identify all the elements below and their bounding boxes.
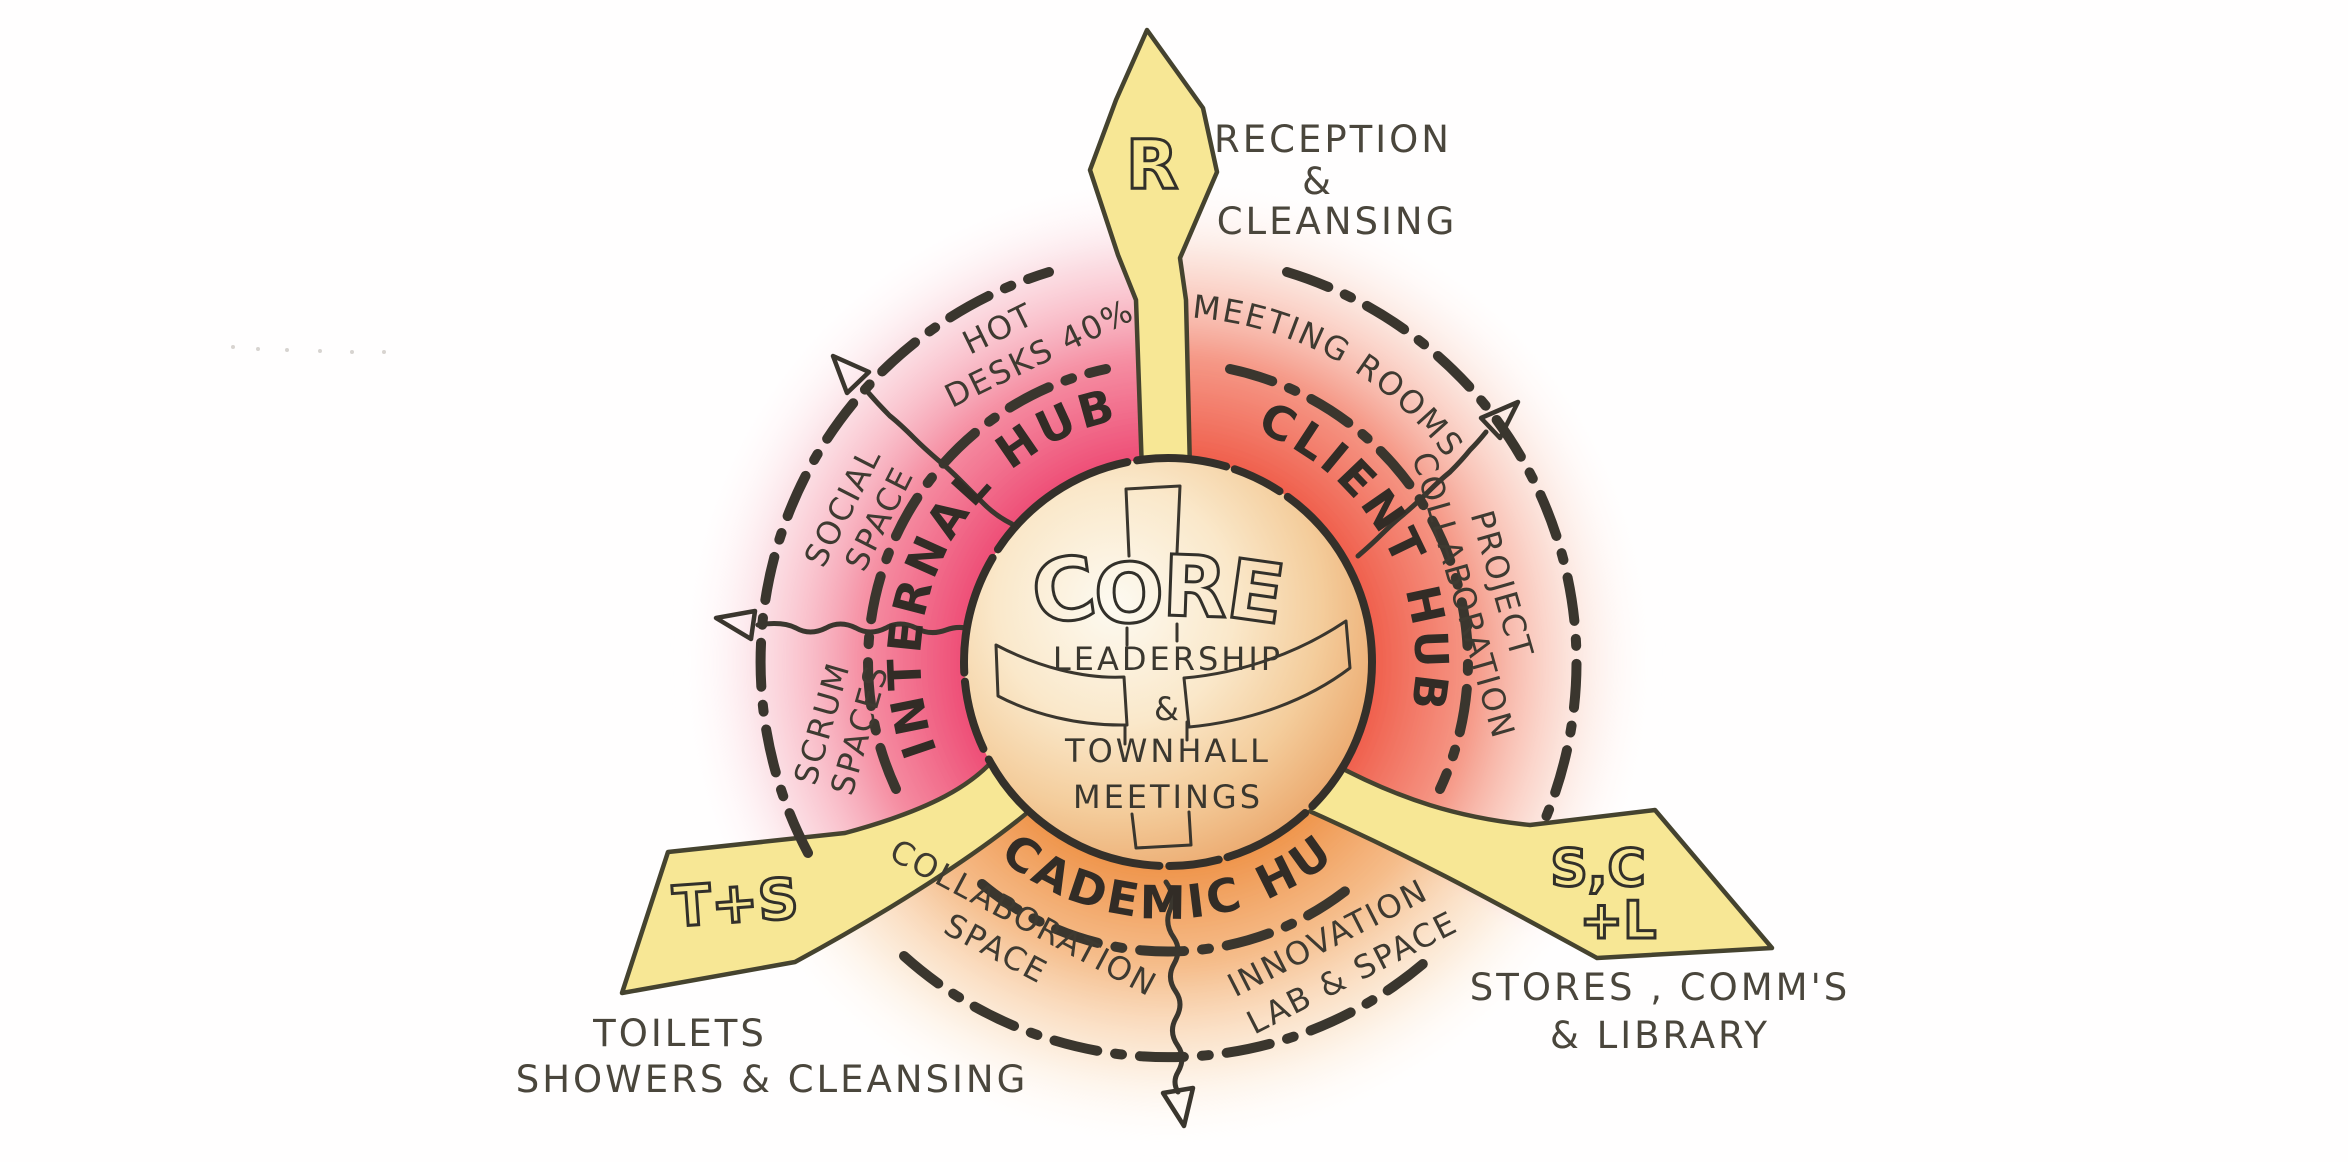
client-hub-sector xyxy=(1168,117,1713,990)
zone-arrows xyxy=(713,353,1521,1129)
academic-mid-arc xyxy=(977,879,1359,957)
stray-dot xyxy=(231,345,235,349)
cross-dashes-upper xyxy=(1125,622,1179,647)
cross-right-wing xyxy=(1182,619,1352,729)
core-line-amp: & xyxy=(1154,690,1182,728)
core-letter-o: O xyxy=(1093,546,1166,643)
stray-dot xyxy=(350,350,354,354)
satellite-tags: R T+S S,C +L xyxy=(669,125,1657,953)
client-outer-arc xyxy=(1282,267,1582,827)
stray-dot xyxy=(318,349,322,353)
core-line-meetings: MEETINGS xyxy=(1073,778,1263,816)
left-arrow-head xyxy=(713,608,758,642)
core-line-leadership: LEADERSHIP xyxy=(1053,640,1283,678)
stores-tag-line1: S,C xyxy=(1550,839,1645,899)
cross-left-wing xyxy=(994,643,1129,727)
right-arrow-shaft xyxy=(1355,429,1489,559)
cross-dashes-lower xyxy=(1123,720,1189,746)
bottom-arrow-shaft xyxy=(1163,879,1185,1095)
stores-line2: & LIBRARY xyxy=(1550,1014,1770,1057)
academic-outer-arc xyxy=(899,951,1437,1063)
left-arrow-shaft xyxy=(755,621,981,636)
satellite-spikes xyxy=(619,27,1775,996)
right-arrow-head xyxy=(1478,399,1521,441)
upper-left-arrow-head xyxy=(830,353,872,396)
core-cross-ornament xyxy=(994,484,1352,850)
toilets-line2: SHOWERS & CLEANSING xyxy=(516,1058,1029,1101)
client-mid-arc xyxy=(1225,364,1473,794)
cross-bottom-bracket xyxy=(1130,810,1193,850)
stray-dot xyxy=(382,350,386,354)
bottom-arrow-head xyxy=(1160,1085,1196,1129)
reception-line3: CLEANSING xyxy=(1217,200,1458,243)
stores-spike xyxy=(1295,759,1775,961)
core-title: C O R E xyxy=(1024,535,1291,646)
hub-sectors xyxy=(623,117,1713,1162)
internal-outer-arc xyxy=(755,267,1054,858)
reception-line1: RECEPTION xyxy=(1214,118,1452,161)
toilets-line1: TOILETS xyxy=(592,1012,767,1055)
stray-marks xyxy=(231,345,386,354)
stores-tag-line2: +L xyxy=(1580,891,1657,951)
reception-line2: & xyxy=(1302,160,1334,203)
upper-left-arrow-shaft xyxy=(863,387,1015,527)
satellite-annotations: RECEPTION & CLEANSING TOILETS SHOWERS & … xyxy=(516,118,1851,1101)
core-circle xyxy=(960,454,1376,870)
core-line-townhall: TOWNHALL xyxy=(1064,732,1271,770)
core-letter-r: R xyxy=(1161,537,1229,637)
reception-tag: R xyxy=(1126,126,1178,205)
internal-mid-arc xyxy=(863,364,1111,794)
core-body-text: LEADERSHIP & TOWNHALL MEETINGS xyxy=(1053,640,1283,816)
boundary-arcs xyxy=(755,267,1582,1063)
stray-dot xyxy=(256,347,260,351)
stray-dot xyxy=(285,348,289,352)
toilets-tag: T+S xyxy=(671,867,801,941)
internal-hub-sector xyxy=(623,117,1168,990)
stores-line1: STORES , COMM'S xyxy=(1470,966,1851,1009)
cross-top-bracket xyxy=(1124,484,1182,558)
core-letter-c: C xyxy=(1026,537,1102,645)
